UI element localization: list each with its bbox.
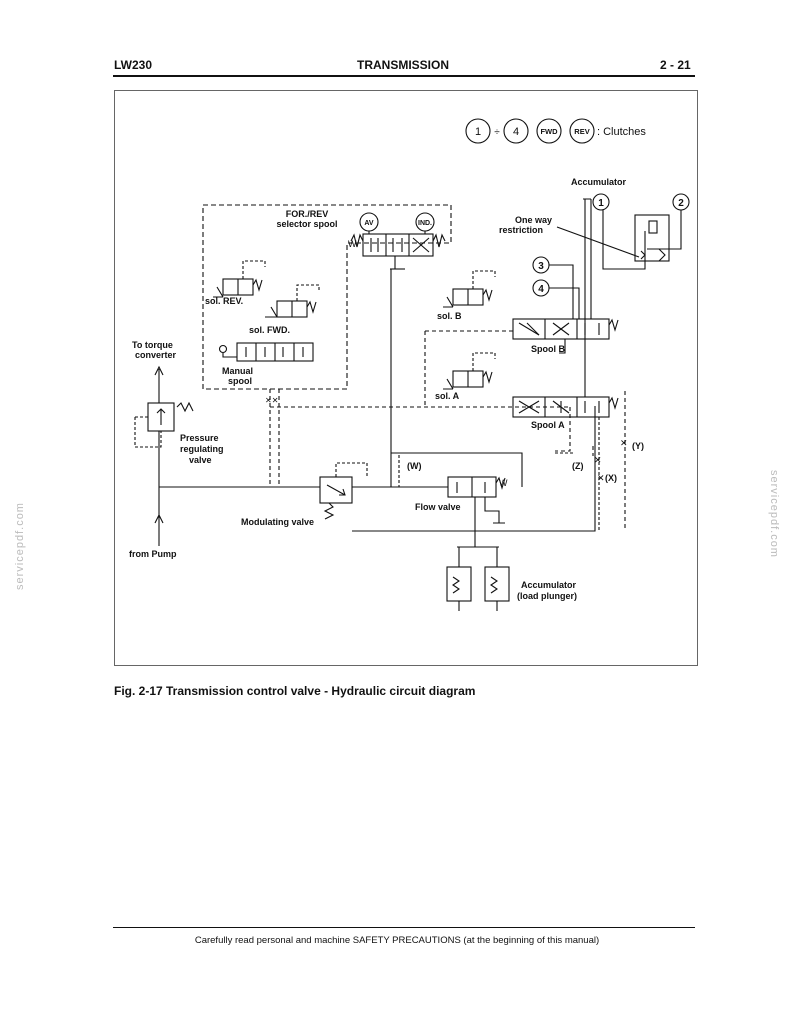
header-rule (113, 75, 695, 77)
selector-spool-valve (350, 231, 446, 270)
figure-caption: Fig. 2-17 Transmission control valve - H… (114, 684, 476, 698)
legend-fwd: FWD (540, 127, 558, 136)
one-way-leader (556, 226, 640, 258)
watermark-right: servicepdf.com (768, 470, 780, 558)
modulating-valve (319, 462, 368, 520)
to-converter-arrow (154, 365, 164, 403)
flow-upper-loop (391, 452, 523, 487)
selector-spool-label: selector spool (276, 219, 337, 229)
footer-rule (113, 927, 695, 928)
y-label: (Y) (632, 441, 644, 451)
spool-b-valve (512, 318, 619, 354)
clutch-1-marker: 1 (598, 198, 604, 209)
load-plunger-label: (load plunger) (517, 591, 577, 601)
from-pump-label: from Pump (129, 549, 177, 559)
footer-note: Carefully read personal and machine SAFE… (194, 935, 600, 946)
clutch-4-marker: 4 (538, 284, 544, 295)
converter-label: converter (135, 350, 177, 360)
manual-label: Manual (222, 366, 253, 376)
svg-text:✕: ✕ (597, 473, 605, 483)
spring-symbol: W (348, 239, 357, 249)
header-page-number: 2 - 21 (660, 58, 691, 72)
spool-a-valve (512, 396, 619, 418)
pump-line-arrow (154, 431, 164, 546)
solenoid-b (443, 270, 496, 308)
accumulator-label: Accumulator (521, 580, 577, 590)
bottom-return-line (352, 406, 596, 532)
sol-fwd-label: sol. FWD. (249, 325, 290, 335)
svg-text:✕: ✕ (620, 438, 628, 448)
one-way-restriction (634, 214, 670, 262)
for-rev-label: FOR./REV (286, 209, 329, 219)
accumulator-load-plunger (446, 547, 510, 611)
flow-valve (447, 476, 506, 524)
selector-housing-outline (202, 204, 452, 390)
solenoid-a (443, 352, 496, 390)
regulating-label: regulating (180, 444, 224, 454)
valve-label: valve (189, 455, 212, 465)
header-section: TRANSMISSION (357, 58, 450, 72)
sol-a-label: sol. A (435, 391, 460, 401)
diagram-frame: 1 ÷ 4 FWD REV : Clutches FOR./REV select… (114, 90, 698, 666)
spool-a-label: Spool A (531, 420, 565, 430)
spool-label: spool (228, 376, 252, 386)
legend-separator: ÷ (494, 127, 500, 138)
accumulator-top-label: Accumulator (571, 177, 627, 187)
solenoid-rev (213, 260, 266, 298)
to-torque-label: To torque (132, 340, 173, 350)
ind-label: IND. (418, 220, 432, 227)
w-label: (W) (407, 461, 422, 471)
header-model: LW230 (114, 58, 153, 72)
one-way-label: One way (515, 215, 552, 225)
z-label: (Z) (572, 461, 584, 471)
legend-suffix: : Clutches (597, 126, 646, 138)
sol-rev-label: sol. REV. (205, 296, 243, 306)
svg-text:✕✕: ✕✕ (265, 396, 278, 405)
x-label: (X) (605, 473, 617, 483)
legend-clutch-4: 4 (513, 126, 519, 138)
flow-valve-label: Flow valve (415, 502, 461, 512)
clutch-legend: 1 ÷ 4 FWD REV : Clutches (465, 118, 646, 144)
solenoid-fwd (265, 284, 320, 318)
restriction-label: restriction (499, 225, 543, 235)
clutch-3-marker: 3 (538, 261, 544, 272)
modulating-valve-label: Modulating valve (241, 517, 314, 527)
pressure-regulating-valve (134, 401, 194, 448)
legend-clutch-1: 1 (475, 126, 481, 138)
manual-spool-valve (218, 342, 314, 362)
watermark-left: servicepdf.com (14, 502, 26, 590)
flow-spring-symbol: W (499, 478, 508, 488)
legend-rev: REV (574, 127, 589, 136)
svg-text:✕: ✕ (594, 455, 602, 465)
pressure-label: Pressure (180, 433, 219, 443)
clutch-2-marker: 2 (678, 198, 684, 209)
av-label: AV (364, 220, 374, 227)
spool-b-label: Spool B (531, 344, 565, 354)
hydraulic-circuit-diagram: 1 ÷ 4 FWD REV : Clutches FOR./REV select… (129, 118, 690, 611)
sol-b-label: sol. B (437, 311, 462, 321)
